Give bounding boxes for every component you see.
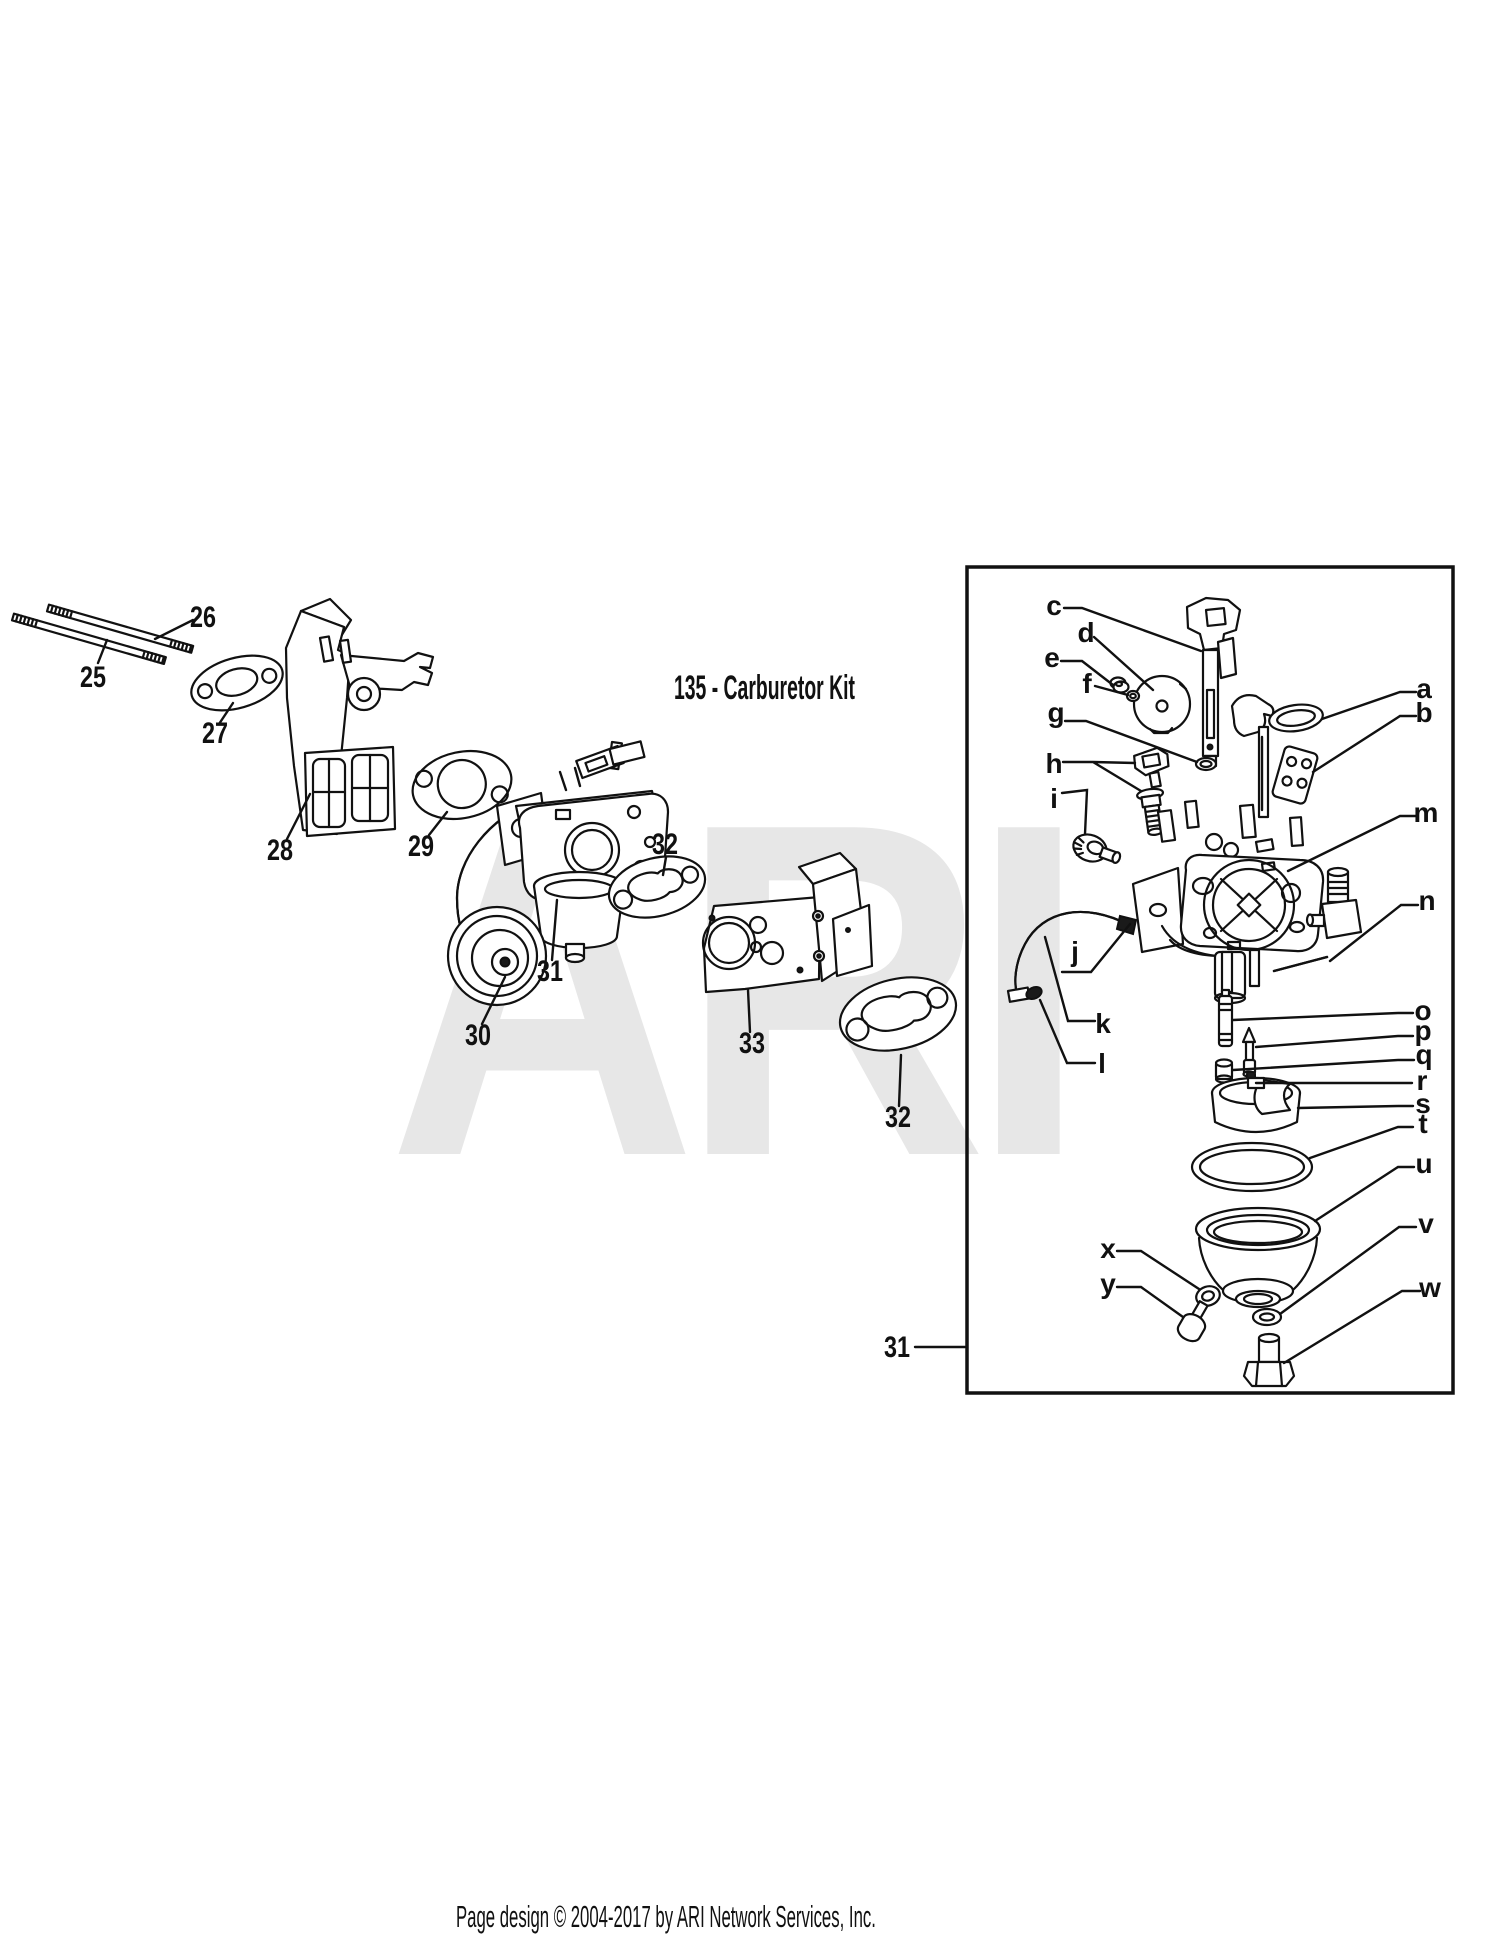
callout-l: l — [1098, 1048, 1106, 1079]
callout-y: y — [1100, 1268, 1116, 1299]
detail-part-h-cap-and-jet — [1133, 746, 1170, 836]
detail-part-f-oring — [1125, 689, 1141, 703]
detail-part-g-seal — [1194, 756, 1218, 772]
detail-part-a-float-arm — [1230, 694, 1324, 738]
detail-part-w-drain-bolt — [1242, 1332, 1296, 1388]
part-32-gasket-lower-drawing — [838, 976, 958, 1052]
callout-i: i — [1050, 783, 1058, 814]
callout-26: 26 — [190, 601, 216, 634]
detail-box-border — [965, 565, 1455, 1395]
callout-g: g — [1047, 697, 1064, 728]
detail-part-d-choke-plate — [1132, 674, 1192, 735]
callout-w: w — [1418, 1272, 1441, 1303]
detail-part-x-seal-ring — [1195, 1285, 1221, 1307]
detail-part-c-throttle-shaft — [1185, 596, 1242, 768]
detail-part-t-bowl-gasket — [1190, 1141, 1314, 1193]
part-25-stud-drawing — [10, 612, 167, 666]
callout-p: p — [1414, 1015, 1431, 1046]
callout-d: d — [1077, 617, 1094, 648]
part-32-gasket-upper-drawing — [607, 855, 707, 919]
part-27-gasket-drawing — [190, 654, 284, 712]
callout-x: x — [1100, 1233, 1116, 1264]
part-26-stud-drawing — [45, 603, 195, 654]
callout-b: b — [1415, 697, 1432, 728]
callout-t: t — [1418, 1108, 1427, 1139]
callout-29: 29 — [408, 830, 434, 863]
callout-f: f — [1082, 668, 1092, 699]
callout-c: c — [1046, 590, 1062, 621]
part-28-heat-shield-drawing — [284, 597, 435, 838]
footer-credit: Page design © 2004-2017 by ARI Network S… — [456, 1899, 876, 1934]
detail-box-external-ref: 31 — [884, 1331, 967, 1364]
detail-part-u-fuel-bowl — [1194, 1206, 1322, 1309]
callout-k: k — [1095, 1008, 1111, 1039]
callout-31: 31 — [537, 955, 563, 988]
callout-30: 30 — [465, 1019, 491, 1052]
part-30-cap-drawing — [446, 905, 548, 1007]
callout-r: r — [1417, 1065, 1428, 1096]
callout-a: a — [1416, 673, 1432, 704]
main-callout-leader-lines — [96, 618, 903, 1108]
detail-part-fuel-pipe — [1006, 910, 1138, 1003]
callout-25: 25 — [80, 661, 106, 694]
callout-31-box: 31 — [884, 1331, 910, 1364]
callout-j: j — [1070, 936, 1079, 967]
detail-callout-labels: a b c d e f g h i j k l m n o p q r s t … — [1044, 590, 1441, 1303]
callout-u: u — [1415, 1148, 1432, 1179]
callout-o: o — [1414, 995, 1431, 1026]
callout-n: n — [1418, 885, 1435, 916]
part-29-gasket-drawing — [411, 749, 513, 821]
callout-27: 27 — [202, 717, 228, 750]
detail-part-b-plate — [1257, 725, 1319, 819]
detail-part-m-carb-body — [1131, 799, 1363, 1005]
callout-m: m — [1414, 797, 1439, 828]
callout-v: v — [1418, 1208, 1434, 1239]
callout-q: q — [1415, 1039, 1432, 1070]
part-33-plate-bracket-drawing — [701, 851, 874, 994]
page-title: 135 - Carburetor Kit — [674, 669, 855, 707]
callout-32-upper: 32 — [652, 828, 678, 861]
main-callout-labels: 25 26 27 28 29 30 31 32 33 32 — [80, 601, 911, 1134]
detail-part-q-seat — [1214, 1058, 1234, 1084]
detail-part-s-float — [1210, 1076, 1302, 1134]
callout-28: 28 — [267, 834, 293, 867]
detail-part-i-idle-screw — [1072, 833, 1122, 864]
detail-part-o-nozzle — [1217, 988, 1234, 1048]
detail-part-v-washer — [1251, 1307, 1283, 1327]
callout-32-lower: 32 — [885, 1101, 911, 1134]
detail-callout-leader-lines — [1038, 606, 1422, 1365]
callout-e: e — [1044, 642, 1060, 673]
callout-s: s — [1415, 1088, 1431, 1119]
callout-33: 33 — [739, 1027, 765, 1060]
callout-h: h — [1045, 748, 1062, 779]
